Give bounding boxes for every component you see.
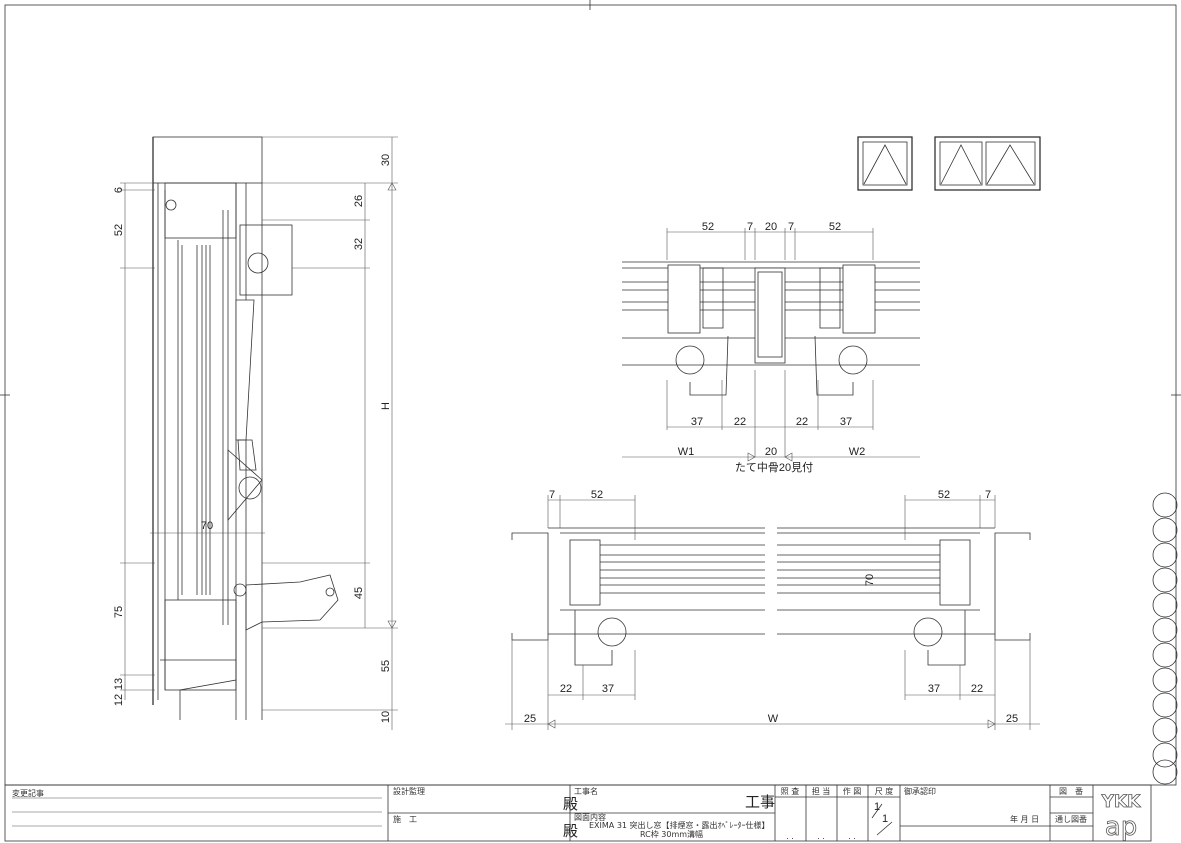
serial-no-label: 通し図番 [1055,814,1087,824]
window-icon-double [934,136,1041,191]
drawing-no-label: 図 番 [1059,786,1083,796]
check-label: 照 査 [781,786,800,796]
dim-label: 7 [549,489,555,501]
dim-label: 37 [928,683,940,695]
dim-label: 37 [840,416,852,428]
dim-label: 30 [380,154,392,166]
dim-label: 13 [113,678,125,690]
dim-label: 45 [353,587,365,599]
mullion-section-dimensions [622,228,920,462]
dim-label: 70 [864,574,876,586]
approval-label: 御承認印 [904,786,936,796]
draft-label: 作 図 [843,786,862,796]
dim-label: 26 [353,195,365,207]
drawing-content-line2: RC枠 30mm溝幅 [640,829,703,839]
dim-label: 10 [380,711,392,723]
dim-label: H [380,402,392,410]
construction-label: 施 工 [393,814,417,824]
dim-label: 25 [1006,713,1018,725]
dim-label: 52 [702,221,714,233]
drawing-content-line1: EXIMA 31 突出し窓【排煙窓・露出ｵﾍﾟﾚｰﾀｰ仕様】 [589,820,770,830]
check-date: . . [786,832,794,841]
dim-label: 32 [353,238,365,250]
dim-label: 52 [591,489,603,501]
center-marks [0,0,1181,396]
dim-label: 22 [971,683,983,695]
honorific-1: 殿 [563,795,578,813]
dim-label: 22 [734,416,746,428]
dim-label: 25 [524,713,536,725]
ykk-ap-logo: YKK ap [1100,792,1141,843]
dim-label: 70 [201,520,213,532]
design-supervision-label: 設計監理 [393,786,425,796]
mullion-caption: たて中骨20見付 [735,461,813,474]
svg-text:YKK: YKK [1101,792,1141,812]
dim-label: 7 [747,221,753,233]
dim-label: 20 [765,446,777,458]
scale-label: 尺 度 [875,786,894,796]
svg-text:ap: ap [1105,812,1137,842]
plan-section-dimensions [505,495,1040,730]
draft-date: . . [848,832,856,841]
dim-label: 55 [380,660,392,672]
charge-label: 担 当 [812,786,831,796]
dim-label: 6 [113,187,125,193]
title-block [4,784,1152,842]
revision-circles [1152,492,1178,785]
charge-date: . . [817,832,825,841]
plan-section-drawing [511,520,1031,666]
dim-label: W [768,713,779,725]
scale-denominator: 1 [882,813,888,825]
dim-label: W1 [678,446,695,458]
mullion-section-drawing [622,261,920,396]
dim-label: 37 [602,683,614,695]
dim-label: 52 [829,221,841,233]
dim-label: 7 [985,489,991,501]
dim-label: 52 [113,224,125,236]
dim-label: 75 [113,606,125,618]
project-suffix: 工事 [745,793,775,811]
dim-label: W2 [849,446,866,458]
scale-numerator: 1 [874,801,880,813]
dim-label: 22 [796,416,808,428]
drawing-content-label: 図面内容 [574,812,606,822]
date-label: 年 月 日 [1010,814,1039,824]
change-log-label: 変更記事 [12,788,44,798]
honorific-2: 殿 [563,822,578,840]
dim-label: 7 [788,221,794,233]
vertical-section-dimensions [120,136,398,730]
dim-label: 37 [691,416,703,428]
dim-label: 22 [560,683,572,695]
vertical-section-drawing [150,136,339,720]
project-name-label: 工事名 [574,786,598,796]
dim-label: 52 [938,489,950,501]
dim-label: 12 [113,694,125,706]
dim-label: 20 [765,221,777,233]
window-icon-single [857,136,913,191]
